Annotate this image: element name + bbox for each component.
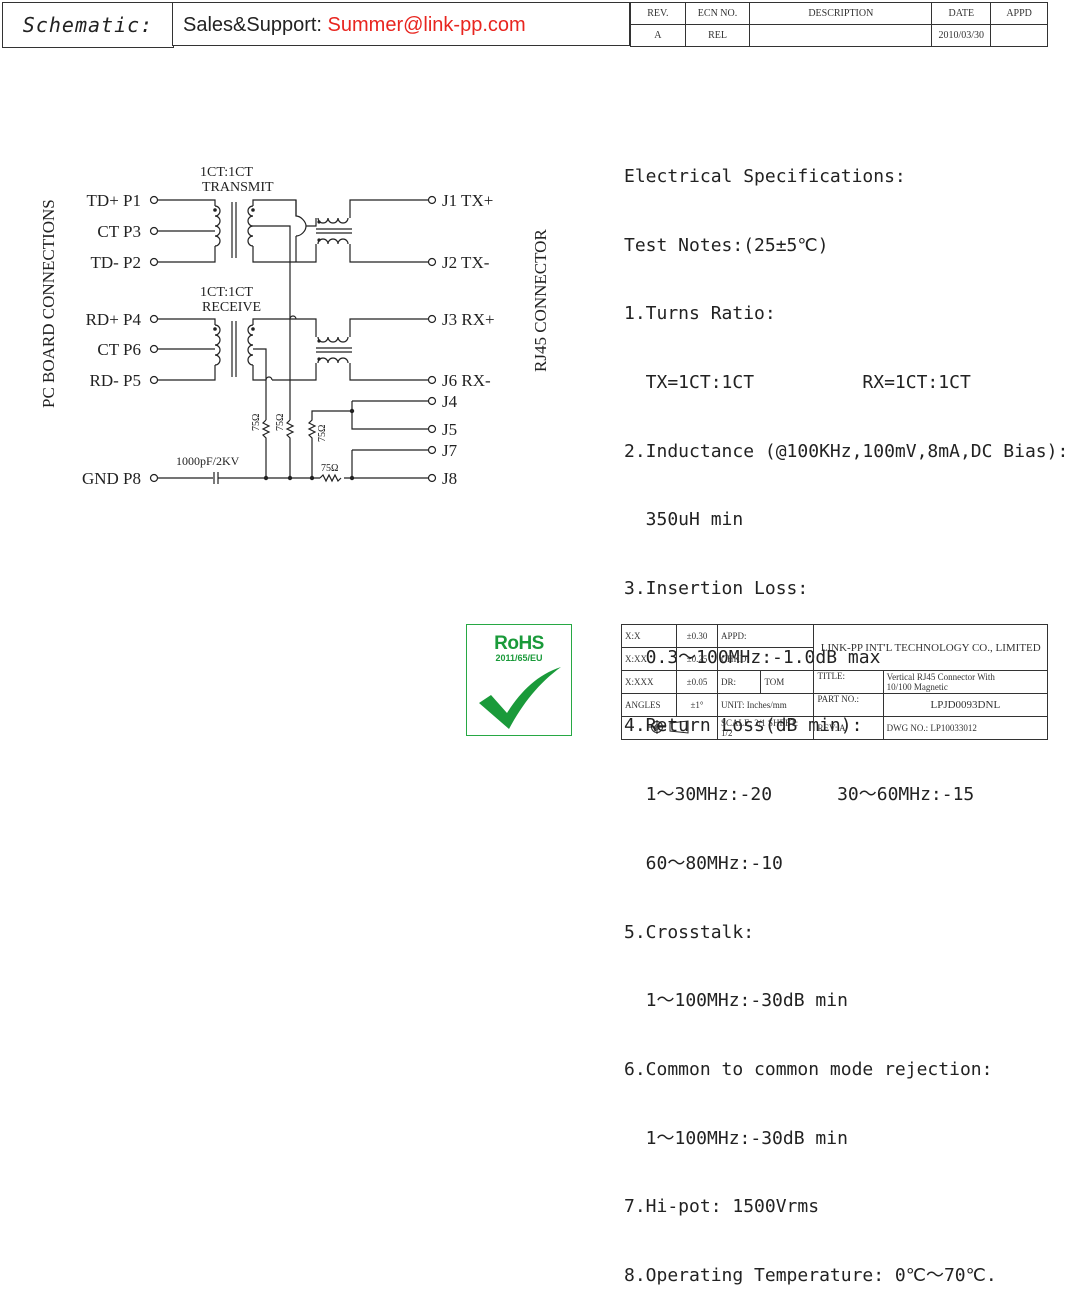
rohs-logo: RoHS 2011/65/EU	[466, 624, 572, 736]
pin-td-minus: TD- P2	[90, 253, 141, 272]
pin-gnd: GND P8	[82, 469, 141, 488]
rev-header: REV.	[630, 2, 686, 25]
schematic-label: Schematic:	[2, 2, 174, 48]
spec-line: 350uH min	[624, 509, 744, 531]
resistor-label-4: 75Ω	[321, 463, 338, 474]
transmit-ratio: 1CT:1CT	[200, 165, 253, 180]
date-header: DATE	[931, 2, 992, 25]
title-value-line-2: 10/100 Magnetic	[886, 682, 948, 692]
ecn-value: REL	[684, 24, 751, 47]
rev-value: A	[839, 723, 846, 733]
spec-line: 2.Inductance (@100KHz,100mV,8mA,DC Bias)…	[624, 440, 1068, 462]
rohs-title: RoHS	[494, 633, 544, 654]
pin-j3: J3 RX+	[442, 310, 495, 329]
unit-label: UNIT: Inches/mm	[716, 693, 815, 717]
transmit-label: TRANSMIT	[202, 180, 274, 195]
scale-value: 2/1	[754, 718, 766, 728]
dwg-cell: DWG NO.: LP10033012	[882, 716, 1049, 740]
tol-x-value: ±0.30	[676, 624, 718, 648]
revision-table: REV. ECN NO. DESCRIPTION DATE APPD A REL…	[630, 2, 1048, 47]
description-header: DESCRIPTION	[749, 2, 933, 25]
spec-line: Test Notes:(25±5℃)	[624, 234, 829, 256]
capacitor-label: 1000pF/2KV	[176, 454, 240, 468]
pin-ct-p6: CT P6	[97, 340, 141, 359]
spec-line: 5.Crosstalk:	[624, 921, 755, 943]
tol-x-label: X:X	[621, 624, 677, 648]
tol-xx-label: X:XX	[621, 647, 677, 671]
rev-label: REV:	[817, 723, 838, 733]
rev-cell: REV: A	[813, 716, 884, 740]
spec-line: 60～80MHz:-10	[624, 852, 783, 874]
dwg-label: DWG NO.:	[886, 723, 929, 733]
pin-j5: J5	[442, 420, 457, 439]
sheet-value: 1/2	[721, 728, 733, 738]
date-value: 2010/03/30	[931, 24, 992, 47]
ecn-header: ECN NO.	[684, 2, 751, 25]
part-label: PART NO.:	[813, 693, 884, 717]
pin-j6: J6 RX-	[442, 371, 491, 390]
receive-label: RECEIVE	[202, 300, 261, 315]
tol-xxx-value: ±0.05	[676, 670, 718, 694]
description-value	[749, 24, 933, 47]
rohs-subtitle: 2011/65/EU	[495, 653, 543, 663]
dwg-value: LP10033012	[930, 723, 977, 733]
receive-ratio: 1CT:1CT	[200, 285, 253, 300]
pc-board-label: PC BOARD CONNECTIONS	[39, 199, 58, 408]
part-value: LPJD0093DNL	[882, 693, 1049, 717]
rev-value: A	[630, 24, 686, 47]
spec-line: 6.Common to common mode rejection:	[624, 1058, 993, 1080]
angles-value: ±1°	[676, 693, 718, 717]
spec-line: 8.Operating Temperature: 0℃～70℃.	[624, 1265, 997, 1287]
projection-symbol-icon	[647, 720, 688, 734]
spec-line: Electrical Specifications:	[624, 165, 906, 187]
scale-cell: SCALE: 2/1 SHEET: 1/2	[716, 716, 815, 740]
check-mark-icon	[479, 667, 561, 729]
tol-xx-value: ±0.25	[676, 647, 718, 671]
title-value: Vertical RJ45 Connector With 10/100 Magn…	[882, 670, 1049, 694]
sales-support: Sales&Support: Summer@link-pp.com	[172, 2, 630, 46]
schematic-diagram: PC BOARD CONNECTIONS RJ45 CONNECTOR 1CT:…	[39, 165, 550, 488]
spec-line: 1.Turns Ratio:	[624, 303, 776, 325]
dr-value: TOM	[760, 670, 815, 694]
spec-line: 1～100MHz:-30dB min	[624, 990, 848, 1012]
pin-rd-plus: RD+ P4	[86, 310, 142, 329]
title-block: X:X ±0.30 APPD: LINK-PP INT'L TECHNOLOGY…	[621, 624, 1049, 740]
title-label: TITLE:	[813, 670, 884, 694]
sheet-label: SHEET:	[768, 718, 799, 728]
spec-line: 7.Hi-pot: 1500Vrms	[624, 1196, 820, 1218]
pin-j1: J1 TX+	[442, 191, 493, 210]
resistor-label-3: 75Ω	[317, 425, 328, 442]
appd-header: APPD	[990, 2, 1048, 25]
resistor-label-1: 75Ω	[251, 414, 262, 431]
pin-ct-p3: CT P3	[97, 222, 141, 241]
scale-label: SCALE:	[721, 718, 753, 728]
projection-symbol-cell	[621, 716, 718, 740]
sales-label: Sales&Support:	[183, 14, 328, 36]
sales-email-link[interactable]: Summer@link-pp.com	[327, 14, 526, 36]
dr-label: DR:	[716, 670, 762, 694]
spec-line: 1～30MHz:-20 30～60MHz:-15	[624, 784, 975, 806]
pin-j4: J4	[442, 392, 458, 411]
tol-xxx-label: X:XXX	[621, 670, 677, 694]
pin-j8: J8	[442, 469, 457, 488]
appd-value	[990, 24, 1048, 47]
pin-rd-minus: RD- P5	[90, 371, 141, 390]
spec-line: TX=1CT:1CT RX=1CT:1CT	[624, 371, 971, 393]
pin-j2: J2 TX-	[442, 253, 490, 272]
title-value-line-1: Vertical RJ45 Connector With	[886, 672, 995, 682]
angles-label: ANGLES	[621, 693, 677, 717]
company-name: LINK-PP INT'L TECHNOLOGY CO., LIMITED	[813, 624, 1048, 671]
resistor-label-2: 75Ω	[275, 414, 286, 431]
pin-td-plus: TD+ P1	[87, 191, 141, 210]
spec-line: 3.Insertion Loss:	[624, 578, 809, 600]
spec-line: 1～100MHz:-30dB min	[624, 1127, 848, 1149]
pin-j7: J7	[442, 441, 458, 460]
appd-label: APPD:	[716, 624, 815, 648]
rj45-label: RJ45 CONNECTOR	[531, 229, 550, 372]
chkd-label: CHKD:	[716, 647, 815, 671]
